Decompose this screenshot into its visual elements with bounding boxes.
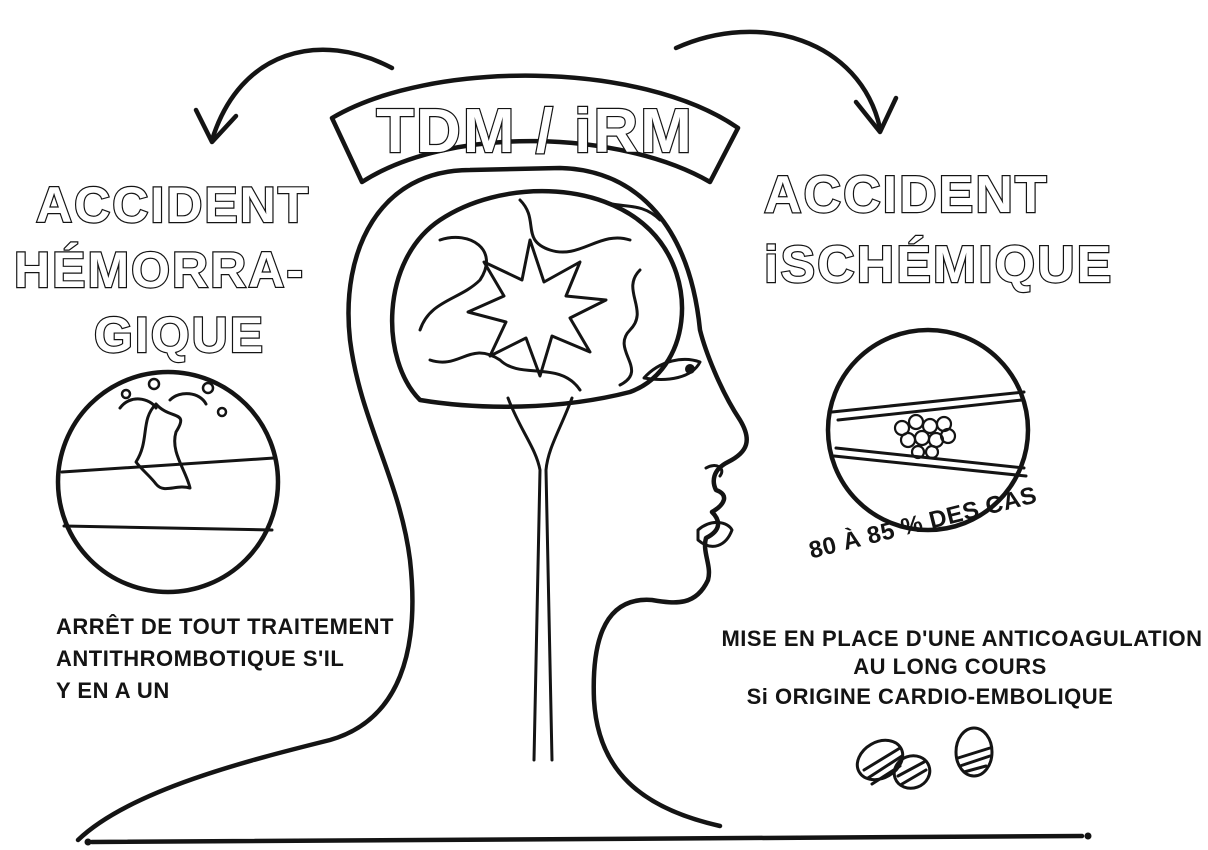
brain-icon [389,189,685,762]
left-note: ARRÊT DE TOUT TRAITEMENT ANTITHROMBOTIQU… [56,614,394,703]
right-title-line-1: ACCIDENT [764,166,1049,224]
left-title-line-1: ACCIDENT [36,177,310,233]
arrow-right-icon [673,29,899,135]
right-title-line-2: iSCHÉMIQUE [764,236,1113,294]
left-note-line-1: ARRÊT DE TOUT TRAITEMENT [56,614,394,639]
lips [696,521,734,548]
nostril [704,464,724,478]
pills-icon [855,726,994,790]
right-note-line-3: Si ORIGINE CARDIO-EMBOLIQUE [747,684,1114,709]
right-title: ACCIDENT iSCHÉMIQUE [763,165,1113,295]
banner: TDM / iRM [329,73,741,185]
left-title-line-3: GIQUE [94,307,265,363]
left-note-line-3: Y EN A UN [56,678,170,703]
right-note-line-2: AU LONG COURS [853,654,1047,679]
clot-vessel-icon [825,327,1031,533]
left-note-line-2: ANTITHROMBOTIQUE S'IL [56,646,344,671]
eye [642,357,702,381]
arrow-left-icon [193,47,395,145]
head-silhouette [75,165,749,843]
hemorrhage-vessel-icon [55,369,281,595]
right-note-line-1: MISE EN PLACE D'UNE ANTICOAGULATION [721,626,1202,651]
left-title: ACCIDENT HÉMORRA- GIQUE [13,176,310,364]
right-note: MISE EN PLACE D'UNE ANTICOAGULATION AU L… [721,626,1202,709]
left-title-line-2: HÉMORRA- [14,242,305,298]
share-label: 80 À 85 % DES CAS [806,481,1040,565]
banner-text: TDM / iRM [376,97,694,166]
ground-line [84,832,1092,846]
